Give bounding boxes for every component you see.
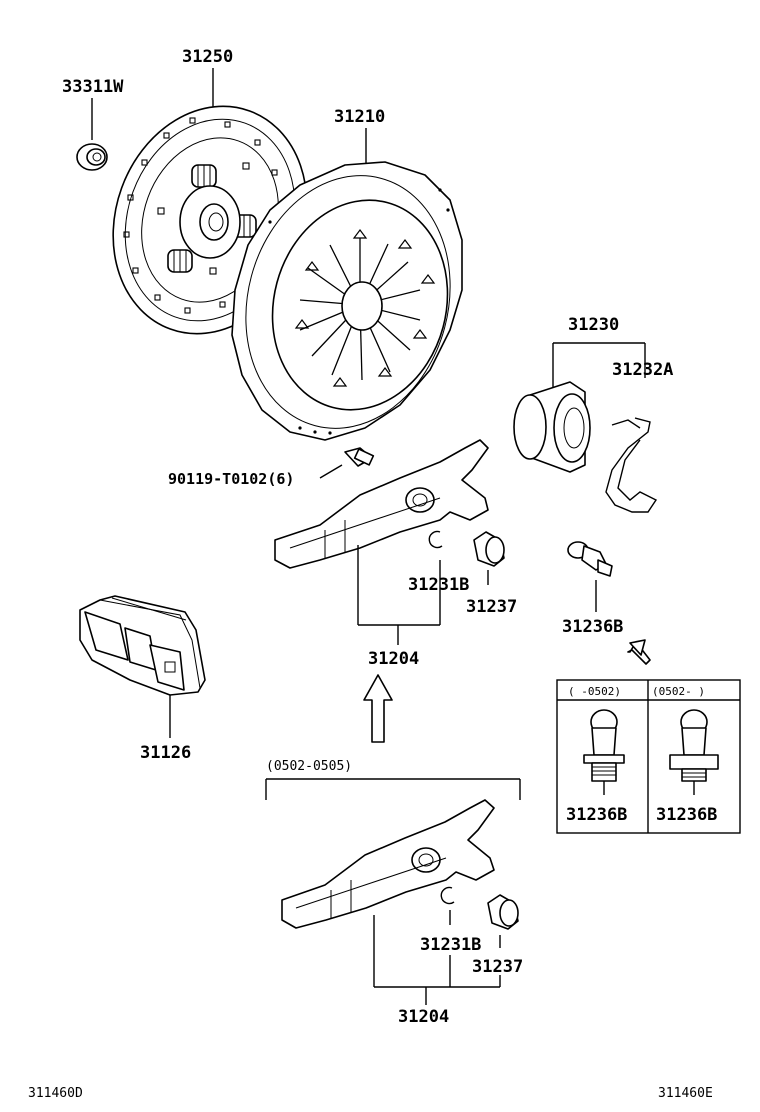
ring-top-drawing (428, 530, 443, 549)
label-31236b-main: 31236B (562, 617, 623, 637)
arrow-to-pivot-head (629, 639, 646, 656)
table-header-right: (0502- ) (652, 685, 705, 698)
ring-bottom-drawing (440, 886, 455, 905)
clip-drawing (605, 417, 658, 513)
label-31204-bottom: 31204 (398, 1007, 449, 1027)
label-31231b-top: 31231B (408, 575, 469, 595)
pivot-drawing (567, 541, 613, 612)
label-33311w: 33311W (62, 77, 124, 97)
bottom-group-range: (0502-0505) (266, 759, 352, 774)
boot-bottom-drawing (487, 894, 519, 930)
label-31231b-bottom: 31231B (420, 935, 481, 955)
arrow-up (363, 674, 393, 743)
label-31237-bottom: 31237 (472, 957, 523, 977)
label-31230: 31230 (568, 315, 619, 335)
label-31204-top: 31204 (368, 649, 419, 669)
boot-top-drawing (473, 531, 505, 567)
variant-table (556, 679, 741, 834)
release-fork-bottom-drawing (281, 799, 495, 929)
label-31237-top: 31237 (466, 597, 517, 617)
label-31232a: 31232A (612, 360, 673, 380)
table-header-left: ( -0502) (568, 685, 621, 698)
label-31210: 31210 (334, 107, 385, 127)
dust-boot-drawing (79, 595, 206, 738)
label-31126: 31126 (140, 743, 191, 763)
label-31236b-right: 31236B (656, 805, 717, 825)
footer-ref-left: 311460D (28, 1086, 83, 1101)
release-bearing-drawing (513, 342, 646, 473)
label-31236b-left: 31236B (566, 805, 627, 825)
footer-ref-right: 311460E (658, 1086, 713, 1101)
label-90119: 90119-T0102(6) (168, 470, 294, 488)
bolt-drawing (319, 447, 375, 479)
pilot-bearing-drawing (76, 98, 108, 171)
pressure-plate-drawing (231, 128, 463, 441)
release-fork-top-drawing (274, 439, 489, 569)
label-31250: 31250 (182, 47, 233, 67)
